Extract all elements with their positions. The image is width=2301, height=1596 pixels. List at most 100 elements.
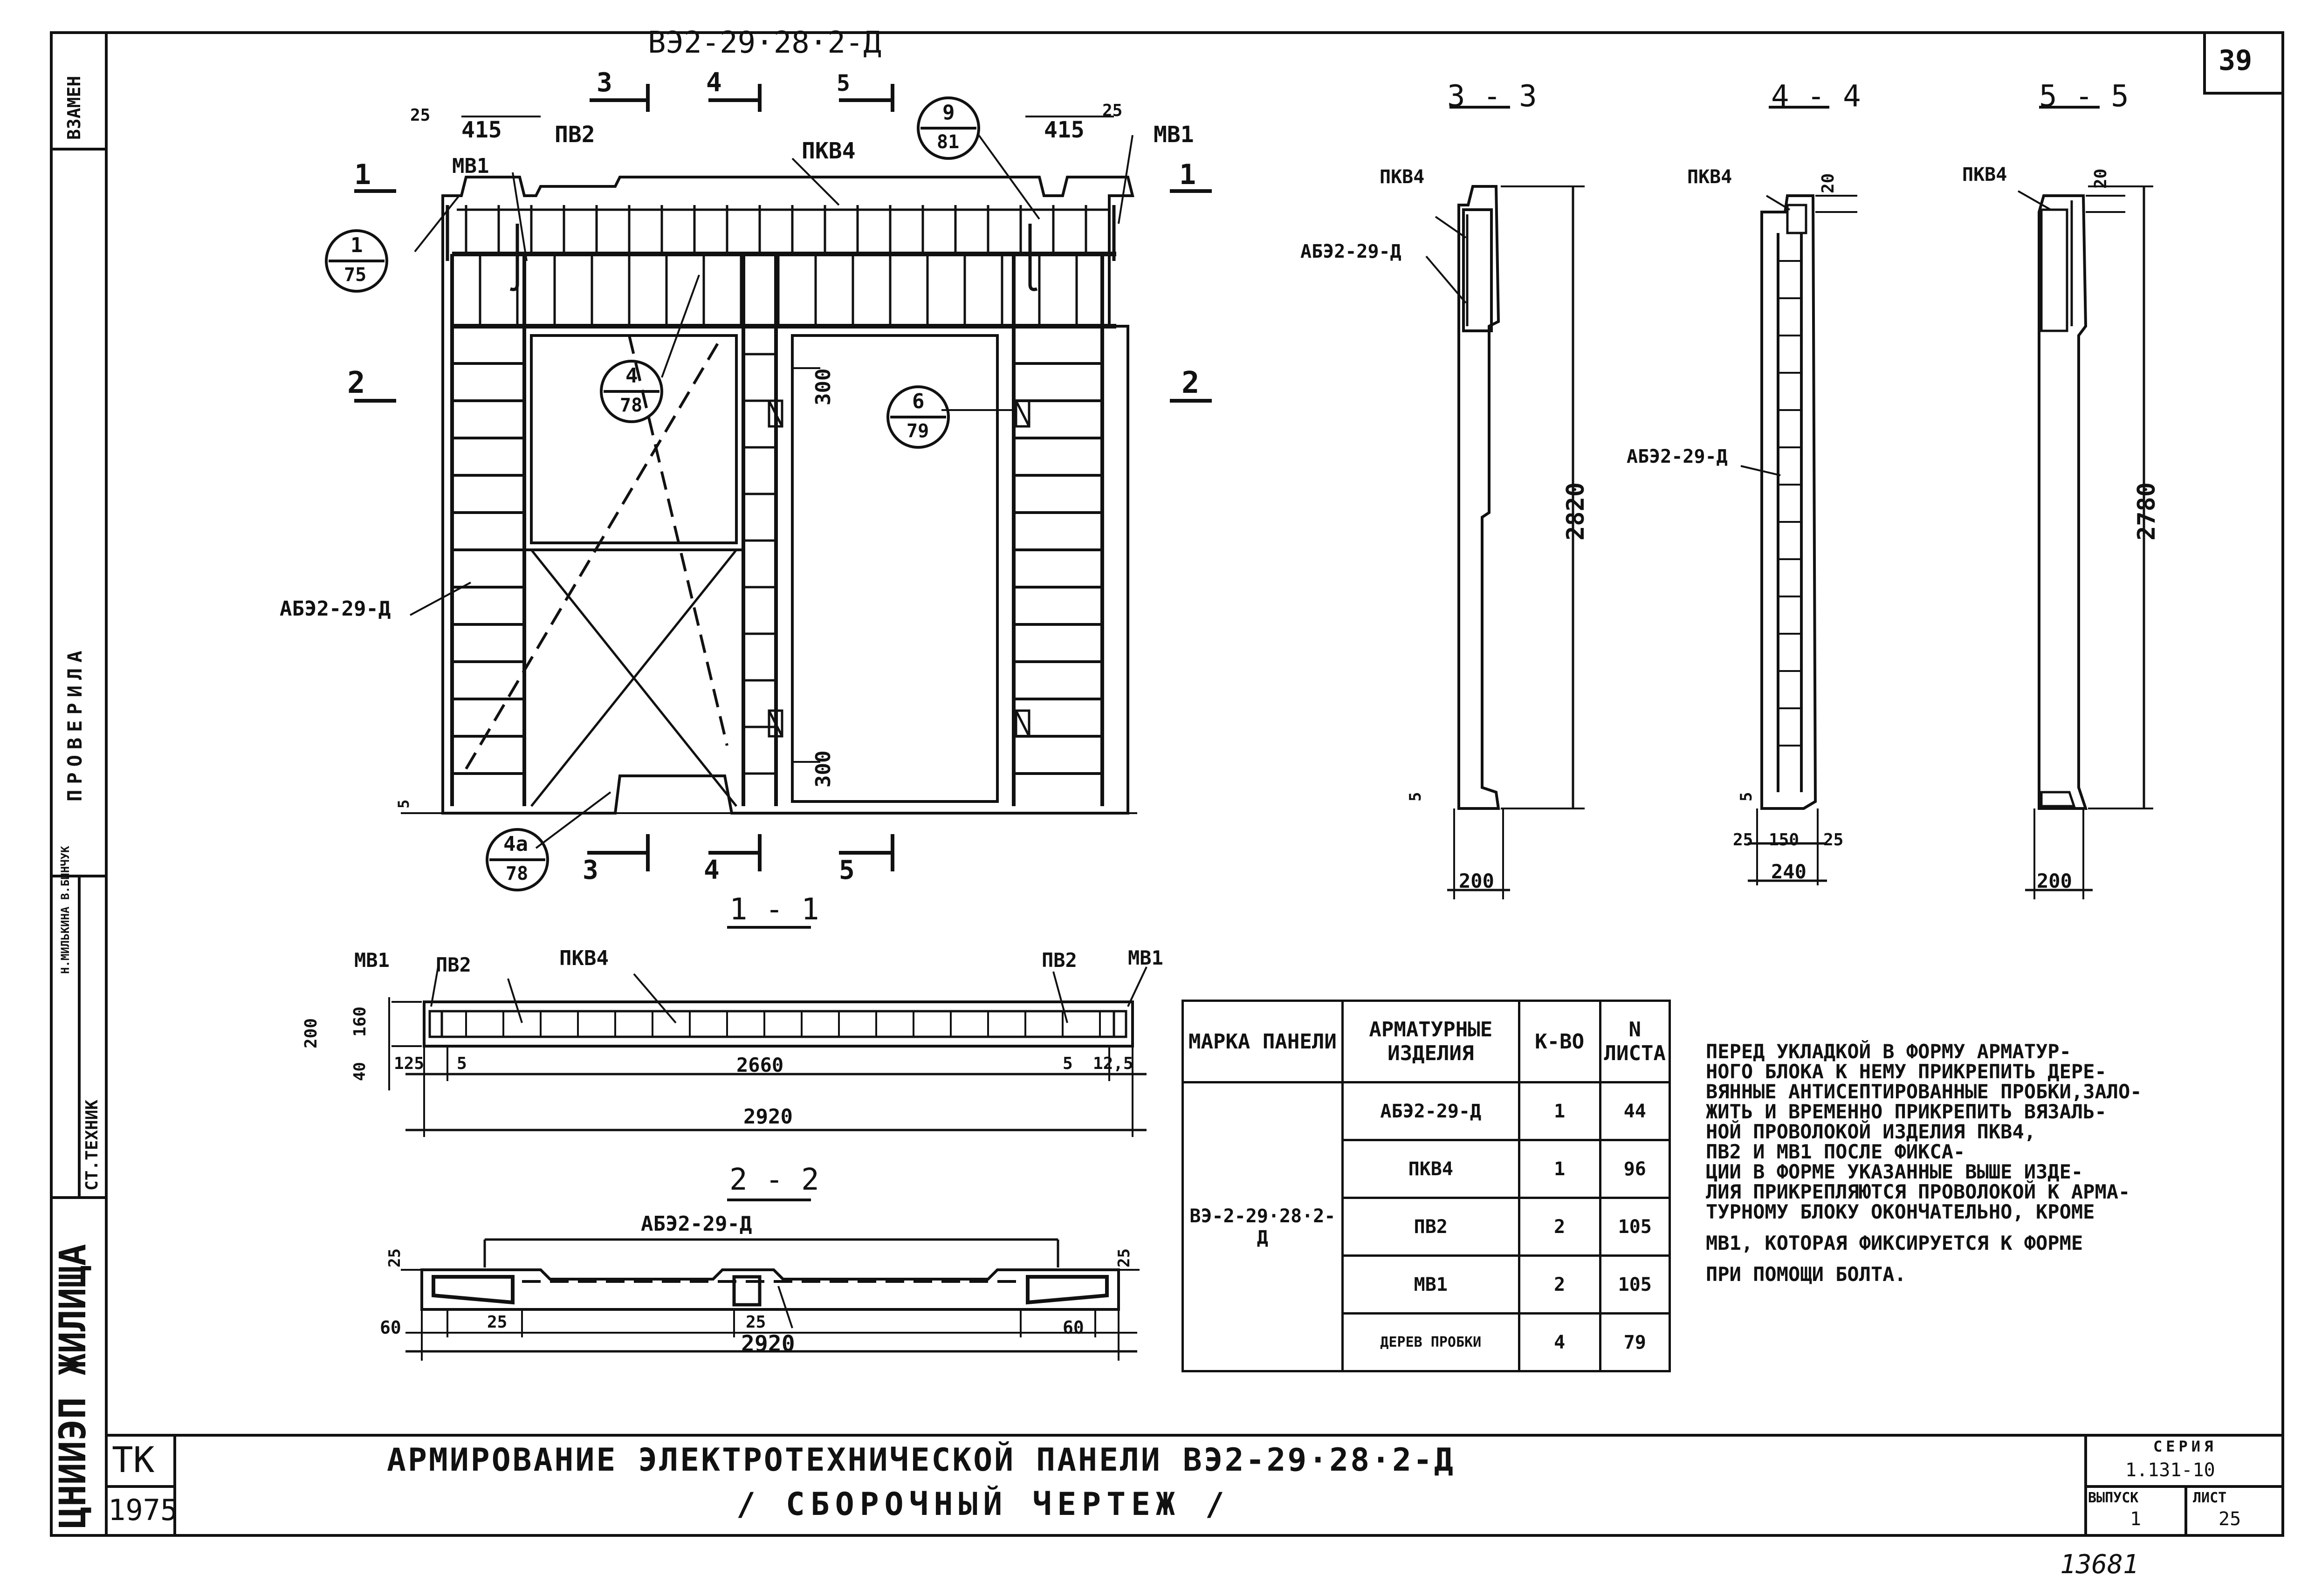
spec-sheet: 105 xyxy=(1599,1197,1671,1257)
vypusk-label: ВЫПУСК xyxy=(2088,1490,2139,1506)
seria-value: 1.131-10 xyxy=(2125,1459,2215,1481)
spec-item: МВ1 xyxy=(1341,1254,1520,1315)
s11-d200: 200 xyxy=(302,1018,321,1048)
s11-d160: 160 xyxy=(350,1006,370,1037)
cut-3-bottom: 3 xyxy=(583,855,598,885)
section-4-4-drawing xyxy=(1740,106,1857,885)
spec-header-items: АРМАТУРНЫЕ ИЗДЕЛИЯ xyxy=(1341,1000,1520,1083)
s22-d25b: 25 xyxy=(746,1313,766,1332)
s44-d25r: 25 xyxy=(1823,830,1844,849)
note-line: НОГО БЛОКА К НЕМУ ПРИКРЕПИТЬ ДЕРЕ- xyxy=(1706,1060,2107,1083)
section-3-3-title: 3 - 3 xyxy=(1447,79,1537,114)
table-row: МВ1 2 105 xyxy=(1183,1254,1671,1315)
top-band-stirrups xyxy=(465,205,1087,254)
panel-elevation xyxy=(325,84,1212,891)
spec-header-row: МАРКА ПАНЕЛИ АРМАТУРНЫЕ ИЗДЕЛИЯ К-ВО N Л… xyxy=(1181,1000,1671,1083)
callout-4-78-num: 4 xyxy=(625,364,638,388)
table-row: ДЕРЕВ ПРОБКИ 4 79 xyxy=(1183,1312,1671,1372)
s44-d5: 5 xyxy=(1737,792,1756,801)
title-tk: ТК xyxy=(112,1439,155,1480)
right-ladder-rungs xyxy=(1014,362,1102,775)
section-1-1-title: 1 - 1 xyxy=(729,892,819,927)
s33-width: 200 xyxy=(1459,870,1494,892)
table-row: ВЭ-2-29·28·2-Д АБЭ2-29-Д 1 44 xyxy=(1181,1081,1671,1372)
cut-2-left: 2 xyxy=(347,366,365,400)
dim-300-top: 300 xyxy=(811,368,835,405)
spec-item: ПКВ4 xyxy=(1341,1139,1520,1199)
vypusk-value: 1 xyxy=(2130,1508,2142,1530)
section-3-3-drawing xyxy=(1425,106,1585,899)
note-line: ПРИ ПОМОЩИ БОЛТА. xyxy=(1706,1263,1906,1286)
specification-table: МАРКА ПАНЕЛИ АРМАТУРНЫЕ ИЗДЕЛИЯ К-ВО N Л… xyxy=(1181,1000,1671,1372)
callout-1-75-den: 75 xyxy=(344,264,367,286)
callout-circles xyxy=(325,96,980,891)
spec-qty: 4 xyxy=(1518,1312,1601,1372)
s22-abe: АБЭ2-29-Д xyxy=(641,1212,752,1236)
s44-d25l: 25 xyxy=(1733,830,1753,849)
mv1-left-label: МВ1 xyxy=(452,154,489,178)
strip-vzamen: ВЗАМЕН xyxy=(64,75,84,140)
strip-names: Н.МИЛЬКИНА В.БИНЧУК xyxy=(59,846,72,974)
cut-5-bottom: 5 xyxy=(839,855,855,885)
list-label: ЛИСТ xyxy=(2193,1490,2227,1506)
dim-5-elev: 5 xyxy=(395,799,412,808)
inventory-number: 13681 xyxy=(2060,1549,2139,1580)
dim-300-bottom: 300 xyxy=(811,750,835,788)
note-line: ЖИТЬ И ВРЕМЕННО ПРИКРЕПИТЬ ВЯЗАЛЬ- xyxy=(1706,1100,2107,1123)
cut-3-top: 3 xyxy=(597,68,612,98)
spec-item: АБЭ2-29-Д xyxy=(1341,1081,1520,1141)
drawing-title-line2: / СБОРОЧНЫЙ ЧЕРТЕЖ / xyxy=(736,1486,1230,1523)
section-2-2-title: 2 - 2 xyxy=(729,1163,819,1197)
pv2-label: ПВ2 xyxy=(555,122,595,148)
mv1-right-label: МВ1 xyxy=(1154,122,1194,148)
sheet-number: 39 xyxy=(2219,44,2253,77)
s33-height: 2820 xyxy=(1562,482,1590,541)
sheet-number-box xyxy=(2203,31,2284,95)
spec-item: ДЕРЕВ ПРОБКИ xyxy=(1341,1312,1520,1372)
s55-pkv4: ПКВ4 xyxy=(1962,164,2007,185)
callout-6-79-num: 6 xyxy=(912,390,925,413)
note-line: МВ1, КОТОРАЯ ФИКСИРУЕТСЯ К ФОРМЕ xyxy=(1706,1232,2083,1254)
s11-mv1-left: МВ1 xyxy=(354,949,390,972)
callout-4a-78-den: 78 xyxy=(506,863,529,884)
cut-1-right: 1 xyxy=(1179,158,1196,191)
note-line: ЦИИ В ФОРМЕ УКАЗАННЫЕ ВЫШЕ ИЗДЕ- xyxy=(1706,1160,2083,1183)
callout-4-78-den: 78 xyxy=(620,395,643,416)
spec-header-sheet: N ЛИСТА xyxy=(1599,1000,1671,1083)
abe-label: АБЭ2-29-Д xyxy=(280,597,391,621)
s11-d5r: 5 xyxy=(1063,1054,1073,1073)
dim-415-left: 415 xyxy=(461,117,502,143)
panel-mark-title: ВЭ2-29·28·2-Д xyxy=(648,26,881,60)
spec-qty: 1 xyxy=(1518,1081,1601,1141)
cut-1-left: 1 xyxy=(354,158,371,191)
s33-d5: 5 xyxy=(1406,792,1425,801)
door-opening xyxy=(791,334,999,803)
s11-d2920: 2920 xyxy=(743,1105,793,1129)
note-line: ПВ2 И МВ1 ПОСЛЕ ФИКСА- xyxy=(1706,1140,1965,1163)
note-line: ПЕРЕД УКЛАДКОЙ В ФОРМУ АРМАТУР- xyxy=(1706,1040,2071,1063)
s44-d20: 20 xyxy=(1819,173,1838,193)
s55-height: 2780 xyxy=(2133,482,2161,541)
strip-st-tehnik: СТ.ТЕХНИК xyxy=(82,1099,102,1191)
cut-4-top: 4 xyxy=(706,68,722,98)
dim-415-right: 415 xyxy=(1044,117,1085,143)
s11-d40: 40 xyxy=(350,1062,369,1081)
left-strip-frame xyxy=(50,31,108,1537)
section-2-2-drawing xyxy=(401,1199,1140,1361)
s44-abe: АБЭ2-29-Д xyxy=(1627,446,1728,467)
callout-6-79-den: 79 xyxy=(907,420,929,442)
section-4-4-title: 4 - 4 xyxy=(1771,79,1861,114)
s22-d25r: 25 xyxy=(1115,1248,1133,1267)
s11-d2660: 2660 xyxy=(736,1054,784,1076)
s11-pv2-right: ПВ2 xyxy=(1042,949,1077,972)
spec-qty: 2 xyxy=(1518,1254,1601,1315)
spec-header-mark: МАРКА ПАНЕЛИ xyxy=(1181,1000,1344,1083)
spec-item: ПВ2 xyxy=(1341,1197,1520,1257)
title-year: 1975 xyxy=(108,1493,178,1527)
s55-width: 200 xyxy=(2037,870,2072,892)
upper-opening xyxy=(530,334,738,544)
s11-d125: 125 xyxy=(394,1054,425,1073)
s22-d25a: 25 xyxy=(487,1313,508,1332)
cut-5-top: 5 xyxy=(837,70,850,96)
